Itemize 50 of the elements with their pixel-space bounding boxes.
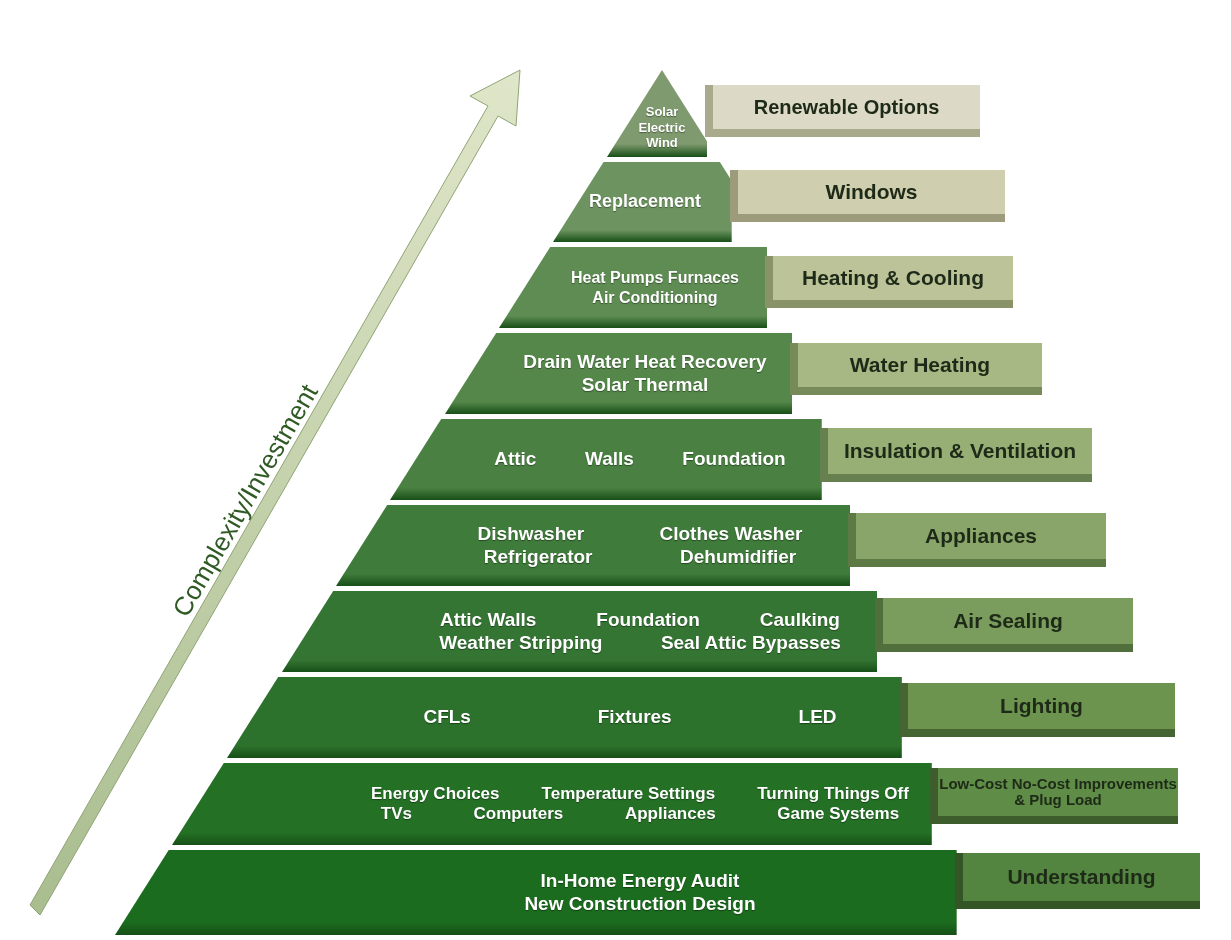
tier-item: Replacement <box>588 191 701 213</box>
tier-item: Clothes Washer <box>659 522 803 546</box>
category-label: Appliances <box>848 513 1106 567</box>
pyramid-tier <box>335 505 850 586</box>
tier-item: Heat Pumps Furnaces <box>570 268 739 288</box>
tier-item: Refrigerator <box>483 545 593 569</box>
tier-item: Temperature Settings <box>541 783 716 804</box>
tier-item: Computers <box>473 804 564 825</box>
pyramid-tier <box>227 677 902 758</box>
tier-item: LED <box>798 706 837 729</box>
tier-item: TVs <box>380 804 412 825</box>
tier-item: Foundation <box>682 448 786 471</box>
tier-item: Attic Walls <box>439 608 537 632</box>
tier-item: Fixtures <box>597 706 672 729</box>
category-label: Understanding <box>955 853 1200 909</box>
pyramid-tier <box>390 419 822 500</box>
category-label: Windows <box>730 170 1005 222</box>
tier-item: Wind <box>645 135 679 151</box>
category-label: Water Heating <box>790 343 1042 395</box>
tier-item: CFLs <box>423 706 471 729</box>
tier-item: Seal Attic Bypasses <box>660 631 841 655</box>
category-label: Heating & Cooling <box>765 256 1013 308</box>
pyramid-tier <box>607 70 707 157</box>
category-label: Air Sealing <box>875 598 1133 652</box>
tier-item: Walls <box>584 448 634 471</box>
tier-item: Game Systems <box>777 804 900 825</box>
pyramid-tier <box>115 850 957 935</box>
tier-item: In-Home Energy Audit <box>540 869 740 893</box>
tier-item: Dehumidifier <box>680 545 797 569</box>
tier-item: New Construction Design <box>524 892 756 916</box>
tier-item: Solar Electric <box>637 104 687 136</box>
tier-item: Weather Stripping <box>439 631 603 655</box>
tier-item: Caulking <box>759 608 840 632</box>
pyramid-tier <box>444 333 792 414</box>
tier-item: Energy Choices <box>371 783 500 804</box>
pyramid-tier <box>172 763 932 845</box>
tier-item: Turning Things Off <box>757 783 909 804</box>
tier-item: Air Conditioning <box>592 287 718 307</box>
tier-item: Drain Water Heat Recovery <box>523 350 767 374</box>
tier-item: Attic <box>494 448 537 471</box>
pyramid-tier <box>553 162 732 242</box>
tier-item: Solar Thermal <box>581 373 709 397</box>
category-label: Renewable Options <box>705 85 980 137</box>
pyramid-tier <box>498 247 767 328</box>
tier-item: Dishwasher <box>477 522 585 546</box>
category-label: Low-Cost No-Cost Improvements & Plug Load <box>930 768 1178 824</box>
tier-item: Foundation <box>596 608 700 632</box>
category-label: Insulation & Ventilation <box>820 428 1092 482</box>
category-label: Lighting <box>900 683 1175 737</box>
tier-item: Appliances <box>624 804 716 825</box>
